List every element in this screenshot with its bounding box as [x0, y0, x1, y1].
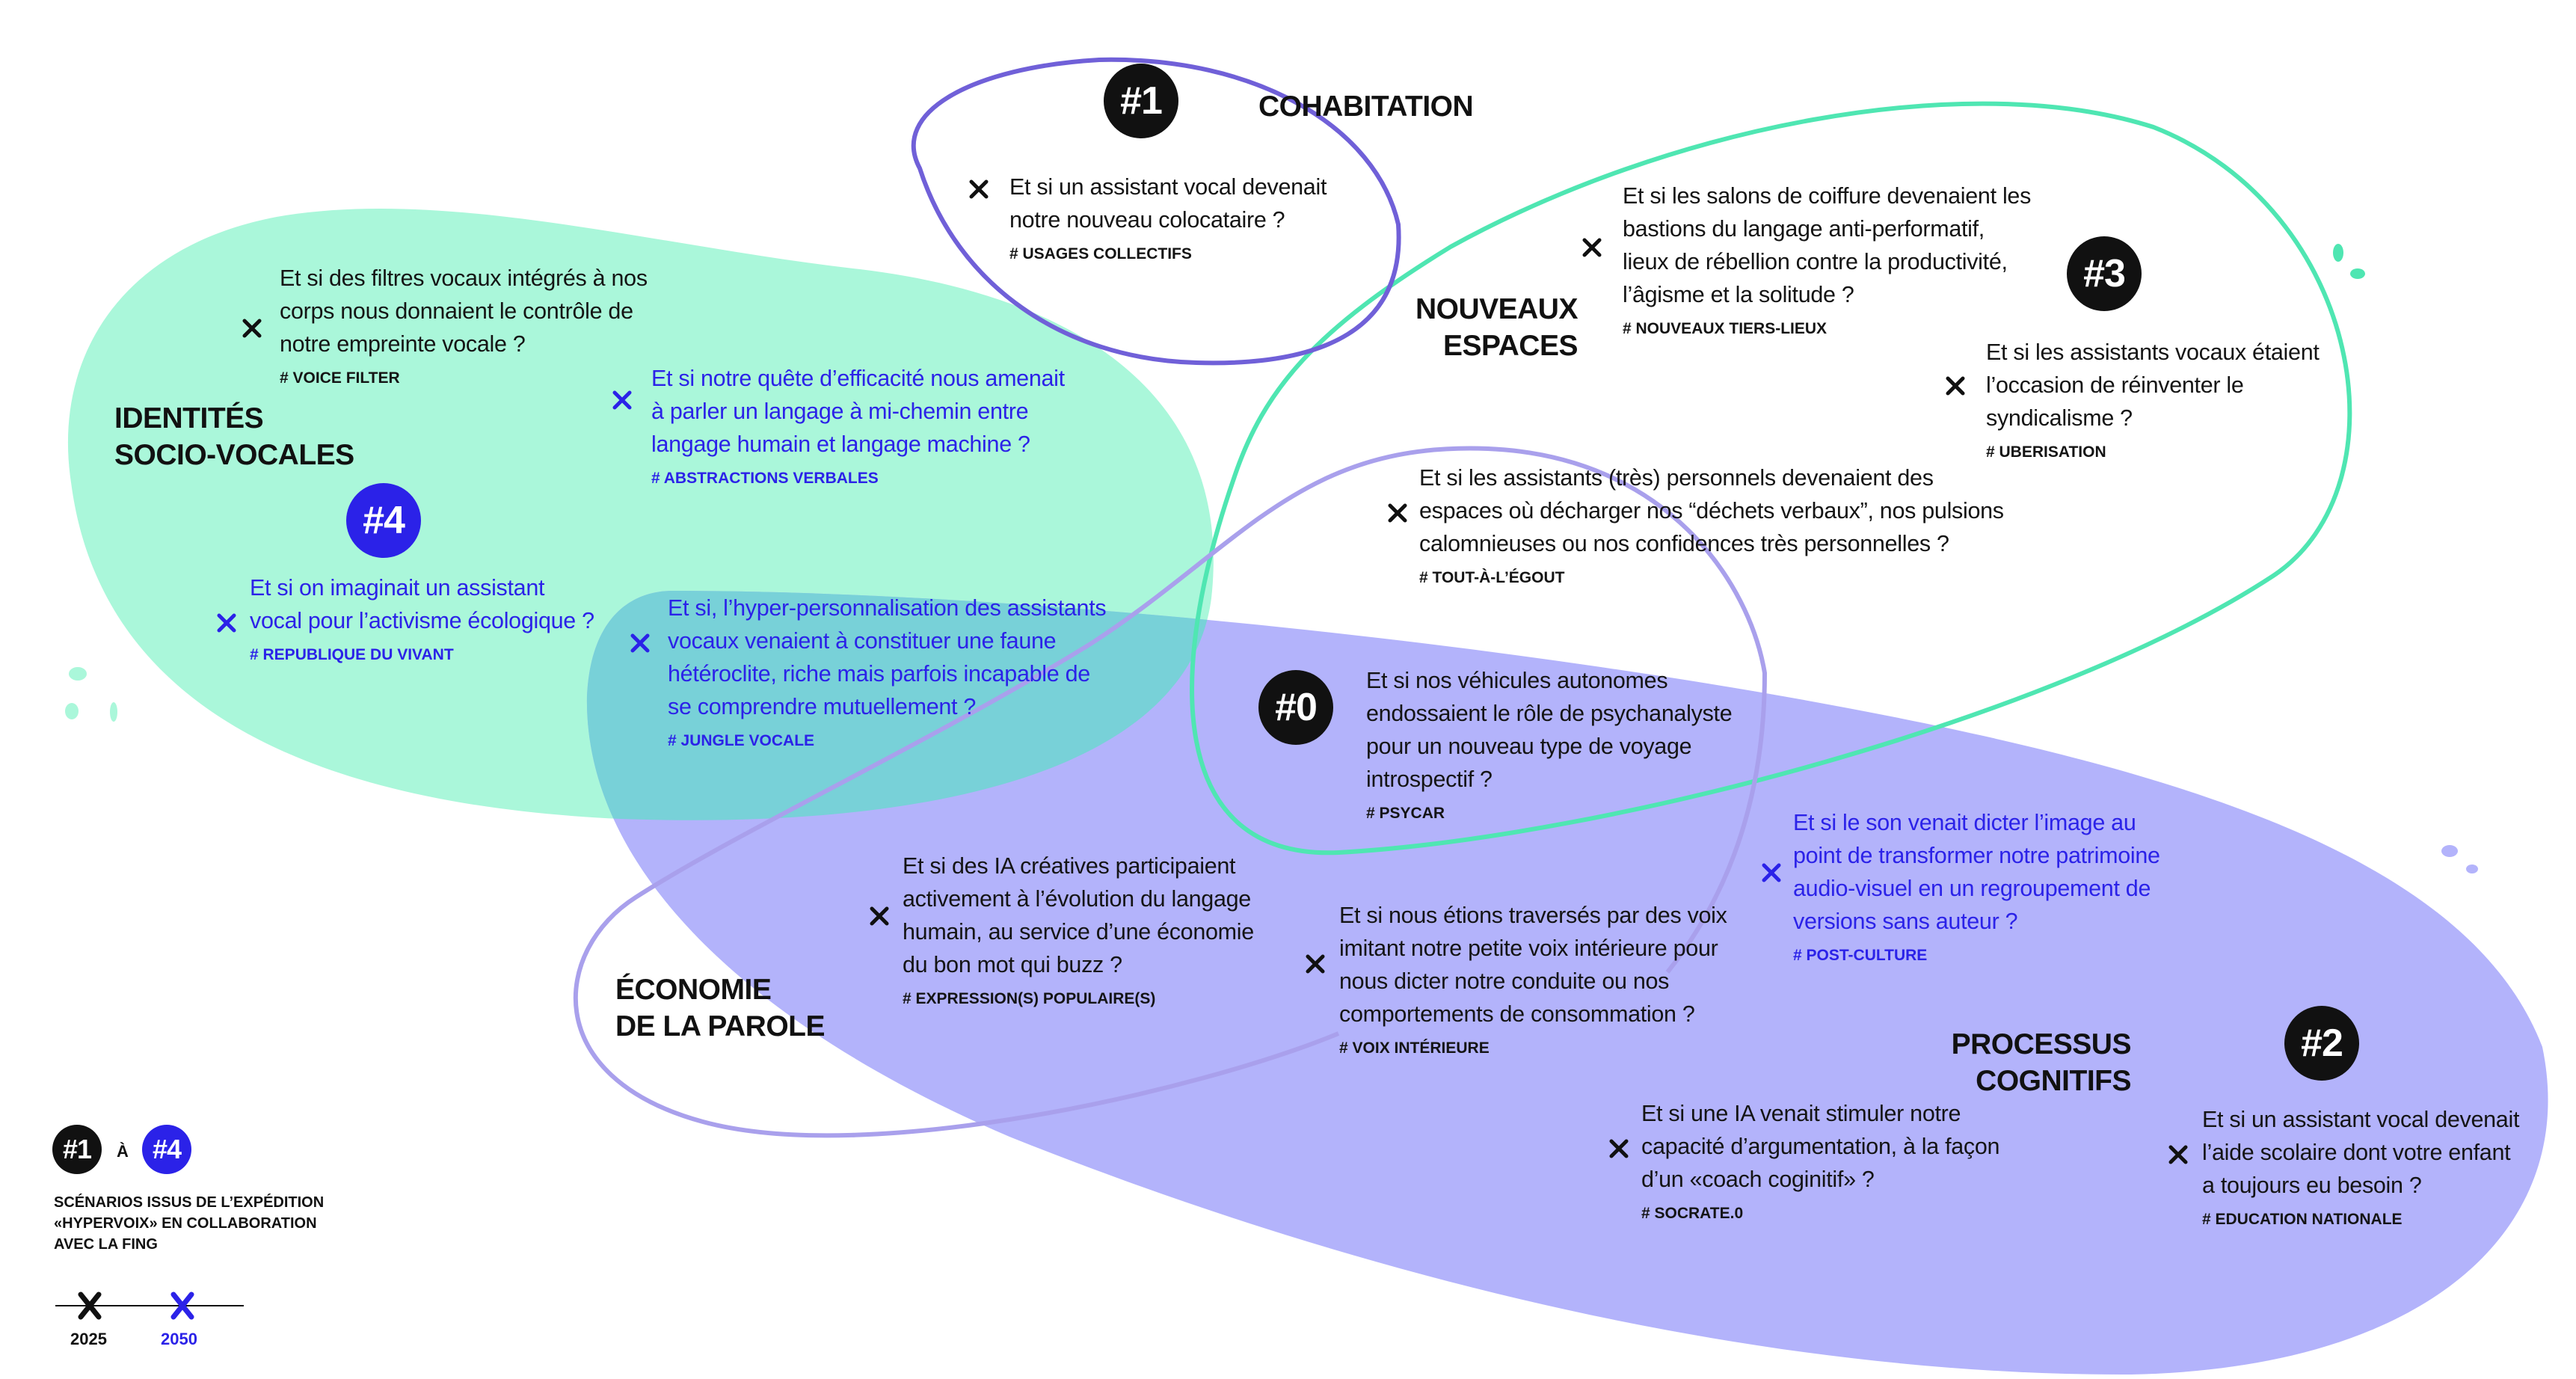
drop-decoration [110, 702, 117, 722]
legend-connector: À [117, 1142, 129, 1161]
legend-year-2050: 2050 [161, 1330, 197, 1348]
scenario-abstractions-verbales: Et si notre quête d’efficacité nous amen… [612, 362, 1065, 489]
scenario-jungle-vocale: Et si, l’hyper-personnalisation des assi… [630, 592, 1107, 752]
scenario-tag: # ABSTRACTIONS VERBALES [651, 470, 879, 487]
scenario-voix-interieure: Et si nous étions traversés par des voix… [1306, 899, 1727, 1059]
scenario-tag: # POST-CULTURE [1793, 947, 1928, 964]
cross-marker-icon [612, 390, 632, 410]
drop-decoration [65, 703, 79, 719]
badge-scenario-4: #4 [346, 483, 421, 558]
scenario-nouveaux-tiers-lieux: Et si les salons de coiffure devenaient … [1582, 179, 2031, 340]
cross-2050-icon [170, 1292, 194, 1320]
scenario-tag: # EDUCATION NATIONALE [2202, 1211, 2403, 1228]
drop-decoration [2350, 268, 2365, 279]
cross-marker-icon [969, 179, 989, 199]
legend-year-2025: 2025 [70, 1330, 107, 1348]
scenario-republique-du-vivant: Et si on imaginait un assistant vocal po… [217, 571, 594, 666]
nouveaux-espaces-outline [1190, 101, 2352, 856]
scenario-usages-collectifs: Et si un assistant vocal devenait notre … [969, 171, 1327, 265]
legend-description: SCÉNARIOS ISSUS DE L’EXPÉDITION «HYPERVO… [54, 1194, 325, 1253]
scenario-tout-a-legout: Et si les assistants (très) personnels d… [1388, 461, 2004, 589]
cross-marker-icon [1388, 503, 1407, 523]
cross-marker-icon [242, 319, 262, 338]
scenario-tag: # VOIX INTÉRIEURE [1339, 1039, 1490, 1057]
legend-timeline [55, 1292, 244, 1320]
badge-scenario-3: #3 [2067, 236, 2142, 311]
cross-marker-icon [1946, 376, 1965, 396]
scenario-tag: # NOUVEAUX TIERS-LIEUX [1623, 320, 1828, 337]
cross-2025-icon [78, 1292, 102, 1320]
badge-scenario-1: #1 [1104, 64, 1178, 138]
scenario-tag: # JUNGLE VOCALE [668, 732, 815, 749]
scenario-tag: # SOCRATE.0 [1641, 1205, 1744, 1222]
area-title-economie-de-la-parole: ÉCONOMIE DE LA PAROLE [615, 974, 826, 1042]
scenario-tag: # UBERISATION [1986, 443, 2106, 461]
cross-marker-icon [1609, 1139, 1629, 1158]
area-title-processus-cognitifs: PROCESSUS COGNITIFS [1951, 1028, 2132, 1097]
scenario-voice-filter: Et si des filtres vocaux intégrés à nos … [242, 262, 648, 389]
scenario-education-nationale: Et si un assistant vocal devenait l’aide… [2168, 1103, 2519, 1230]
cross-marker-icon [870, 906, 889, 926]
scenario-socrate: Et si une IA venait stimuler notre capac… [1609, 1097, 2000, 1224]
scenario-tag: # USAGES COLLECTIFS [1009, 245, 1192, 262]
legend-badge-from: #1 [52, 1125, 102, 1174]
badge-scenario-0: #0 [1258, 670, 1333, 745]
cross-marker-icon [1306, 954, 1325, 974]
overlap-area [586, 591, 1214, 820]
scenario-uberisation: Et si les assistants vocaux étaient l’oc… [1946, 336, 2320, 463]
drop-decoration [69, 667, 87, 681]
cross-marker-icon [630, 633, 650, 653]
scenario-psycar: Et si nos véhicules autonomes endossaien… [1366, 664, 1733, 824]
scenario-tag: # PSYCAR [1366, 805, 1445, 822]
scenario-tag: # EXPRESSION(S) POPULAIRE(S) [903, 990, 1156, 1007]
cross-marker-icon [217, 613, 236, 633]
scenario-tag: # VOICE FILTER [280, 369, 400, 387]
area-title-identites-socio-vocales: IDENTITÉS SOCIO-VOCALES [114, 402, 354, 471]
cross-marker-icon [1582, 238, 1602, 257]
scenario-expressions-populaires: Et si des IA créatives participaient act… [870, 850, 1254, 1010]
drop-decoration [2441, 845, 2458, 857]
scenario-post-culture: Et si le son venait dicter l’image au po… [1762, 806, 2160, 966]
scenario-tag: # TOUT-À-L’ÉGOUT [1419, 569, 1565, 586]
cohabitation-outline [911, 57, 1401, 366]
badge-scenario-2: #2 [2284, 1006, 2359, 1081]
economie-outline [573, 446, 1768, 1138]
drop-decoration [2333, 244, 2343, 262]
legend-badge-to: #4 [142, 1125, 191, 1174]
area-title-cohabitation: COHABITATION [1258, 90, 1474, 123]
scenario-tag: # REPUBLIQUE DU VIVANT [250, 646, 454, 663]
processus-area-blob [586, 591, 2548, 1375]
cross-marker-icon [2168, 1145, 2188, 1164]
drop-decoration [2466, 864, 2478, 873]
area-title-nouveaux-espaces: NOUVEAUX ESPACES [1415, 293, 1579, 362]
cross-marker-icon [1762, 863, 1781, 882]
